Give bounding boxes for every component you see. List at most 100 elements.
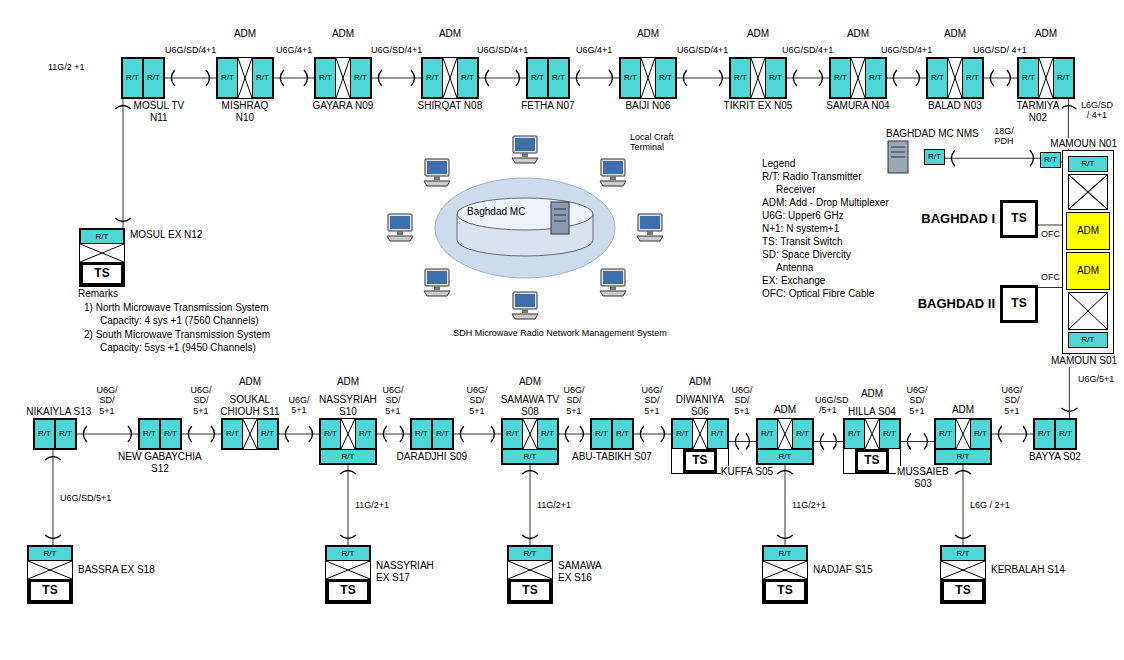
link-label: U6G/ SD/ 5+1: [188, 385, 214, 416]
radio-unit: R/T: [326, 546, 370, 561]
exchange-station: R/TTSNADJAF S15: [762, 545, 808, 604]
station-name: SAMURA N04: [826, 100, 889, 112]
link-label: OFC: [1041, 229, 1060, 239]
slot: R/TR/T: [139, 419, 181, 449]
antenna-dish: [45, 457, 61, 539]
slot: R/T R/T: [830, 58, 886, 98]
radio-station: R/TR/TGAYARA N09: [314, 57, 372, 99]
cross-mark: [865, 419, 879, 449]
radio-unit: R/T: [1034, 419, 1055, 449]
link-label: U6G/4+1: [276, 45, 312, 55]
station-enclosure: MAMOUN N01MAMOUN S01R/TADMADMR/T: [1062, 150, 1114, 354]
unit-label: R/T: [324, 429, 337, 438]
unit-label: R/T: [1059, 429, 1072, 438]
radio-unit: R/T: [1040, 152, 1061, 168]
slot: R/T: [730, 58, 751, 98]
radio-station: R/TR/TTARMIYA N02: [1017, 57, 1075, 99]
radio-unit: R/T: [527, 58, 548, 98]
slot: R/T: [422, 58, 443, 98]
station-name: MAMOUN N01: [1050, 138, 1117, 150]
legend-entry: TS: Transit Switch: [762, 236, 843, 247]
link-label: L6G / 2+1: [970, 500, 1010, 510]
antenna-dish: [735, 434, 749, 450]
craft-terminal: [600, 269, 626, 296]
unit-label: ADM: [1077, 225, 1099, 237]
slot: R/T: [757, 419, 778, 449]
cross-box: [326, 561, 370, 579]
slot: R/T: [222, 419, 243, 449]
radio-unit: R/T: [757, 419, 778, 449]
craft-terminal: [512, 292, 538, 319]
link-label: U6G/ SD/ 5+1: [464, 385, 490, 416]
station-name: DIWANIYA S06: [668, 394, 732, 417]
link-label: 11G/2+1: [537, 500, 571, 510]
radio-link: [945, 158, 1040, 159]
antenna-dish: [522, 471, 538, 539]
station-name: MISHRAQ N10: [220, 100, 270, 123]
station-name: NEW GABAYCHIA S12: [115, 451, 205, 474]
transit-switch: TS: [683, 449, 717, 473]
exchange-station: R/TTSNASSYRIAH EX S17: [325, 545, 371, 604]
radio-unit: R/T: [865, 58, 886, 98]
slot: R/T: [927, 58, 948, 98]
legend-entry: N+1: N system+1: [762, 223, 839, 234]
radio-station: R/TR/TSHIRQAT N08: [421, 57, 479, 99]
note-label: Local Craft Terminal: [630, 132, 685, 153]
unit-label: R/T: [221, 73, 234, 82]
link-label: OFC: [1041, 272, 1060, 282]
legend-title: Legend: [762, 158, 890, 170]
unit-label: R/T: [256, 73, 269, 82]
cross-box: [28, 561, 72, 579]
slot: R/T: [941, 546, 985, 561]
note-label: ADM: [1035, 28, 1057, 40]
radio-station: R/TR/TABU-TABIKH S07: [590, 418, 634, 450]
station-name: SAMAWA TV S08: [498, 394, 562, 417]
cross-mark: [1069, 175, 1107, 209]
slot: R/T: [527, 58, 548, 98]
link-label: U6G/5+1: [1078, 374, 1108, 384]
radio-unit: R/T: [935, 419, 956, 449]
cross-box: [865, 419, 879, 449]
cross-box: [948, 58, 962, 98]
slot: R/TR/T: [927, 58, 983, 98]
antenna-dish: [576, 70, 612, 86]
antenna-dish: [955, 471, 971, 539]
unit-label: R/T: [147, 73, 160, 82]
slot: R/T R/T: [502, 419, 558, 449]
slot: TS: [28, 579, 72, 603]
unit-label: R/T: [1038, 429, 1051, 438]
unit-label: R/T: [1022, 73, 1035, 82]
slot: R/T: [432, 419, 453, 449]
slot: R/T: [326, 546, 370, 561]
radio-unit: R/T: [844, 419, 865, 449]
radio-unit: R/T: [591, 419, 612, 449]
unit-label: R/T: [426, 73, 439, 82]
legend-row: EX: Exchange: [762, 274, 890, 287]
unit-label: R/T: [834, 73, 847, 82]
craft-terminal: [424, 159, 450, 186]
unit-label: R/T: [506, 429, 519, 438]
unit-label: R/T: [939, 429, 952, 438]
note-label: ADM: [337, 376, 359, 388]
radio-unit: R/T: [1053, 58, 1074, 98]
slot: TS: [844, 449, 900, 473]
unit-label: TS: [94, 267, 109, 281]
server-icon: [886, 140, 912, 174]
radio-unit: R/T: [222, 419, 243, 449]
slot: R/T: [763, 546, 807, 561]
slot: TS: [326, 579, 370, 603]
note-label: Capacity: 4 sys +1 (7560 Channels): [100, 315, 259, 327]
radio-station: R/TR/TNEW GABAYCHIA S12: [138, 418, 182, 450]
station-name: BAYYA S02: [1029, 451, 1081, 463]
radio-unit: R/T: [548, 58, 569, 98]
slot: R/TR/T: [222, 419, 278, 449]
station-name: SHIRQAT N08: [418, 100, 483, 112]
slot: R/T: [865, 58, 886, 98]
unit-label: R/T: [541, 429, 554, 438]
unit-label: R/T: [531, 73, 544, 82]
station-name: GAYARA N09: [313, 100, 374, 112]
radio-link: [372, 78, 421, 79]
unit-label: R/T: [931, 73, 944, 82]
antenna-dish: [951, 150, 1033, 166]
